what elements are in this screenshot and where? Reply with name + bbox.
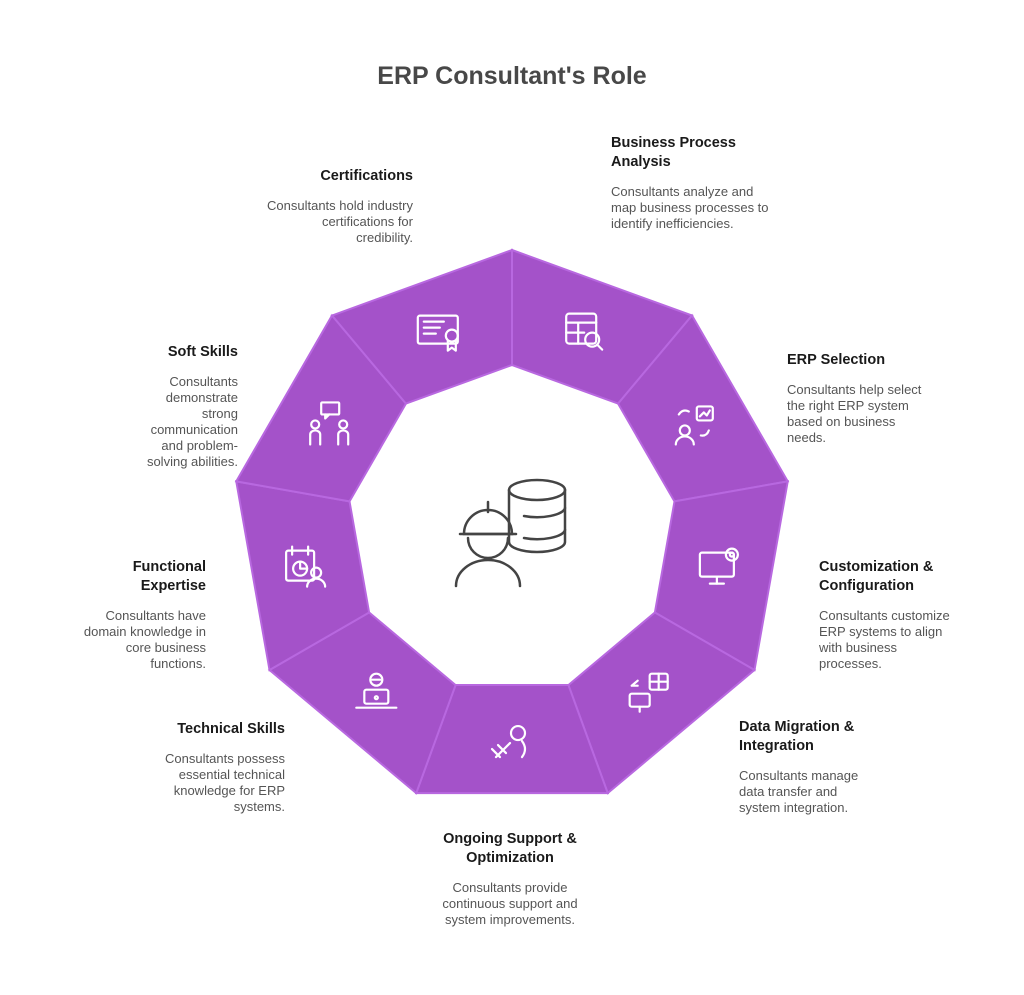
people-chat-icon — [309, 401, 350, 446]
label-certifications: Certifications Consultants hold industry… — [267, 168, 413, 245]
certificate-icon — [416, 314, 459, 352]
label-erp-selection: ERP Selection Consultants help select th… — [787, 352, 922, 445]
label-business-process: Business Process Analysis Consultants an… — [611, 135, 769, 231]
consultant-database-icon — [454, 478, 567, 588]
label-ongoing-support: Ongoing Support & Optimization Consultan… — [442, 831, 578, 927]
label-customization: Customization & Configuration Consultant… — [819, 559, 950, 671]
table-search-icon — [565, 312, 604, 351]
diagram-title: ERP Consultant's Role — [377, 62, 647, 90]
label-data-migration: Data Migration & Integration Consultants… — [739, 719, 859, 815]
calendar-chart-user-icon — [285, 545, 327, 588]
segment-9 — [330, 248, 513, 405]
label-technical-skills: Technical Skills Consultants possess ess… — [165, 721, 285, 814]
label-soft-skills: Soft Skills Consultants demonstrate stro… — [146, 344, 238, 469]
data-transfer-icon — [628, 672, 669, 713]
wrench-hand-icon — [490, 724, 527, 759]
laptop-user-icon — [355, 672, 398, 709]
label-functional-expertise: Functional Expertise Consultants have do… — [83, 559, 206, 671]
monitor-gear-icon — [698, 547, 739, 585]
user-chart-exchange-icon — [674, 405, 714, 446]
